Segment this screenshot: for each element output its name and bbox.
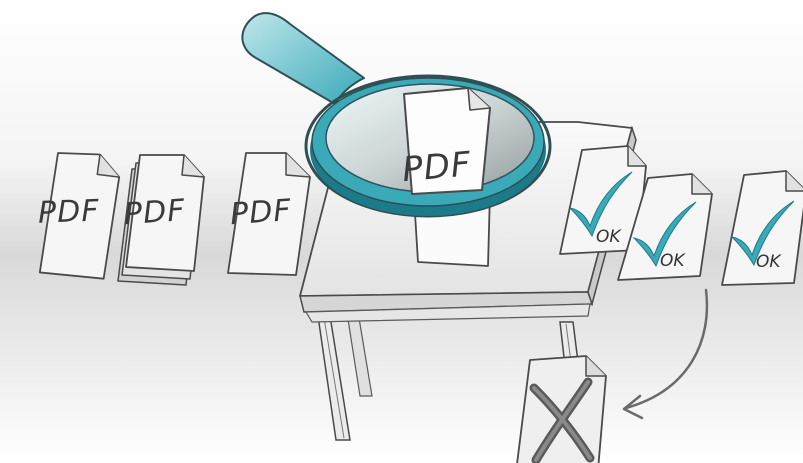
ok-document-3: OK — [721, 170, 803, 286]
pdf-label: PDF — [401, 144, 473, 190]
magnifying-glass-icon: PDF — [241, 12, 552, 218]
pdf-label: PDF — [37, 194, 100, 231]
x-mark-icon — [529, 377, 595, 463]
pdf-document-1: PDF — [37, 152, 121, 280]
ok-label: OK — [660, 251, 686, 271]
ok-document-2: OK — [617, 173, 713, 281]
pdf-label: PDF — [229, 193, 293, 232]
ok-label: OK — [596, 227, 622, 247]
checkmark-icon — [568, 171, 633, 238]
rejected-document — [516, 355, 607, 463]
pdf-label: PDF — [123, 193, 187, 232]
curved-arrow-icon — [624, 288, 709, 410]
ok-label: OK — [756, 252, 782, 272]
checkmark-icon — [632, 201, 697, 268]
pdf-document-stack: PDF — [117, 154, 205, 286]
checkmark-icon — [730, 200, 795, 267]
pdf-document-3: PDF — [227, 152, 311, 276]
ok-document-1: OK — [559, 145, 647, 255]
